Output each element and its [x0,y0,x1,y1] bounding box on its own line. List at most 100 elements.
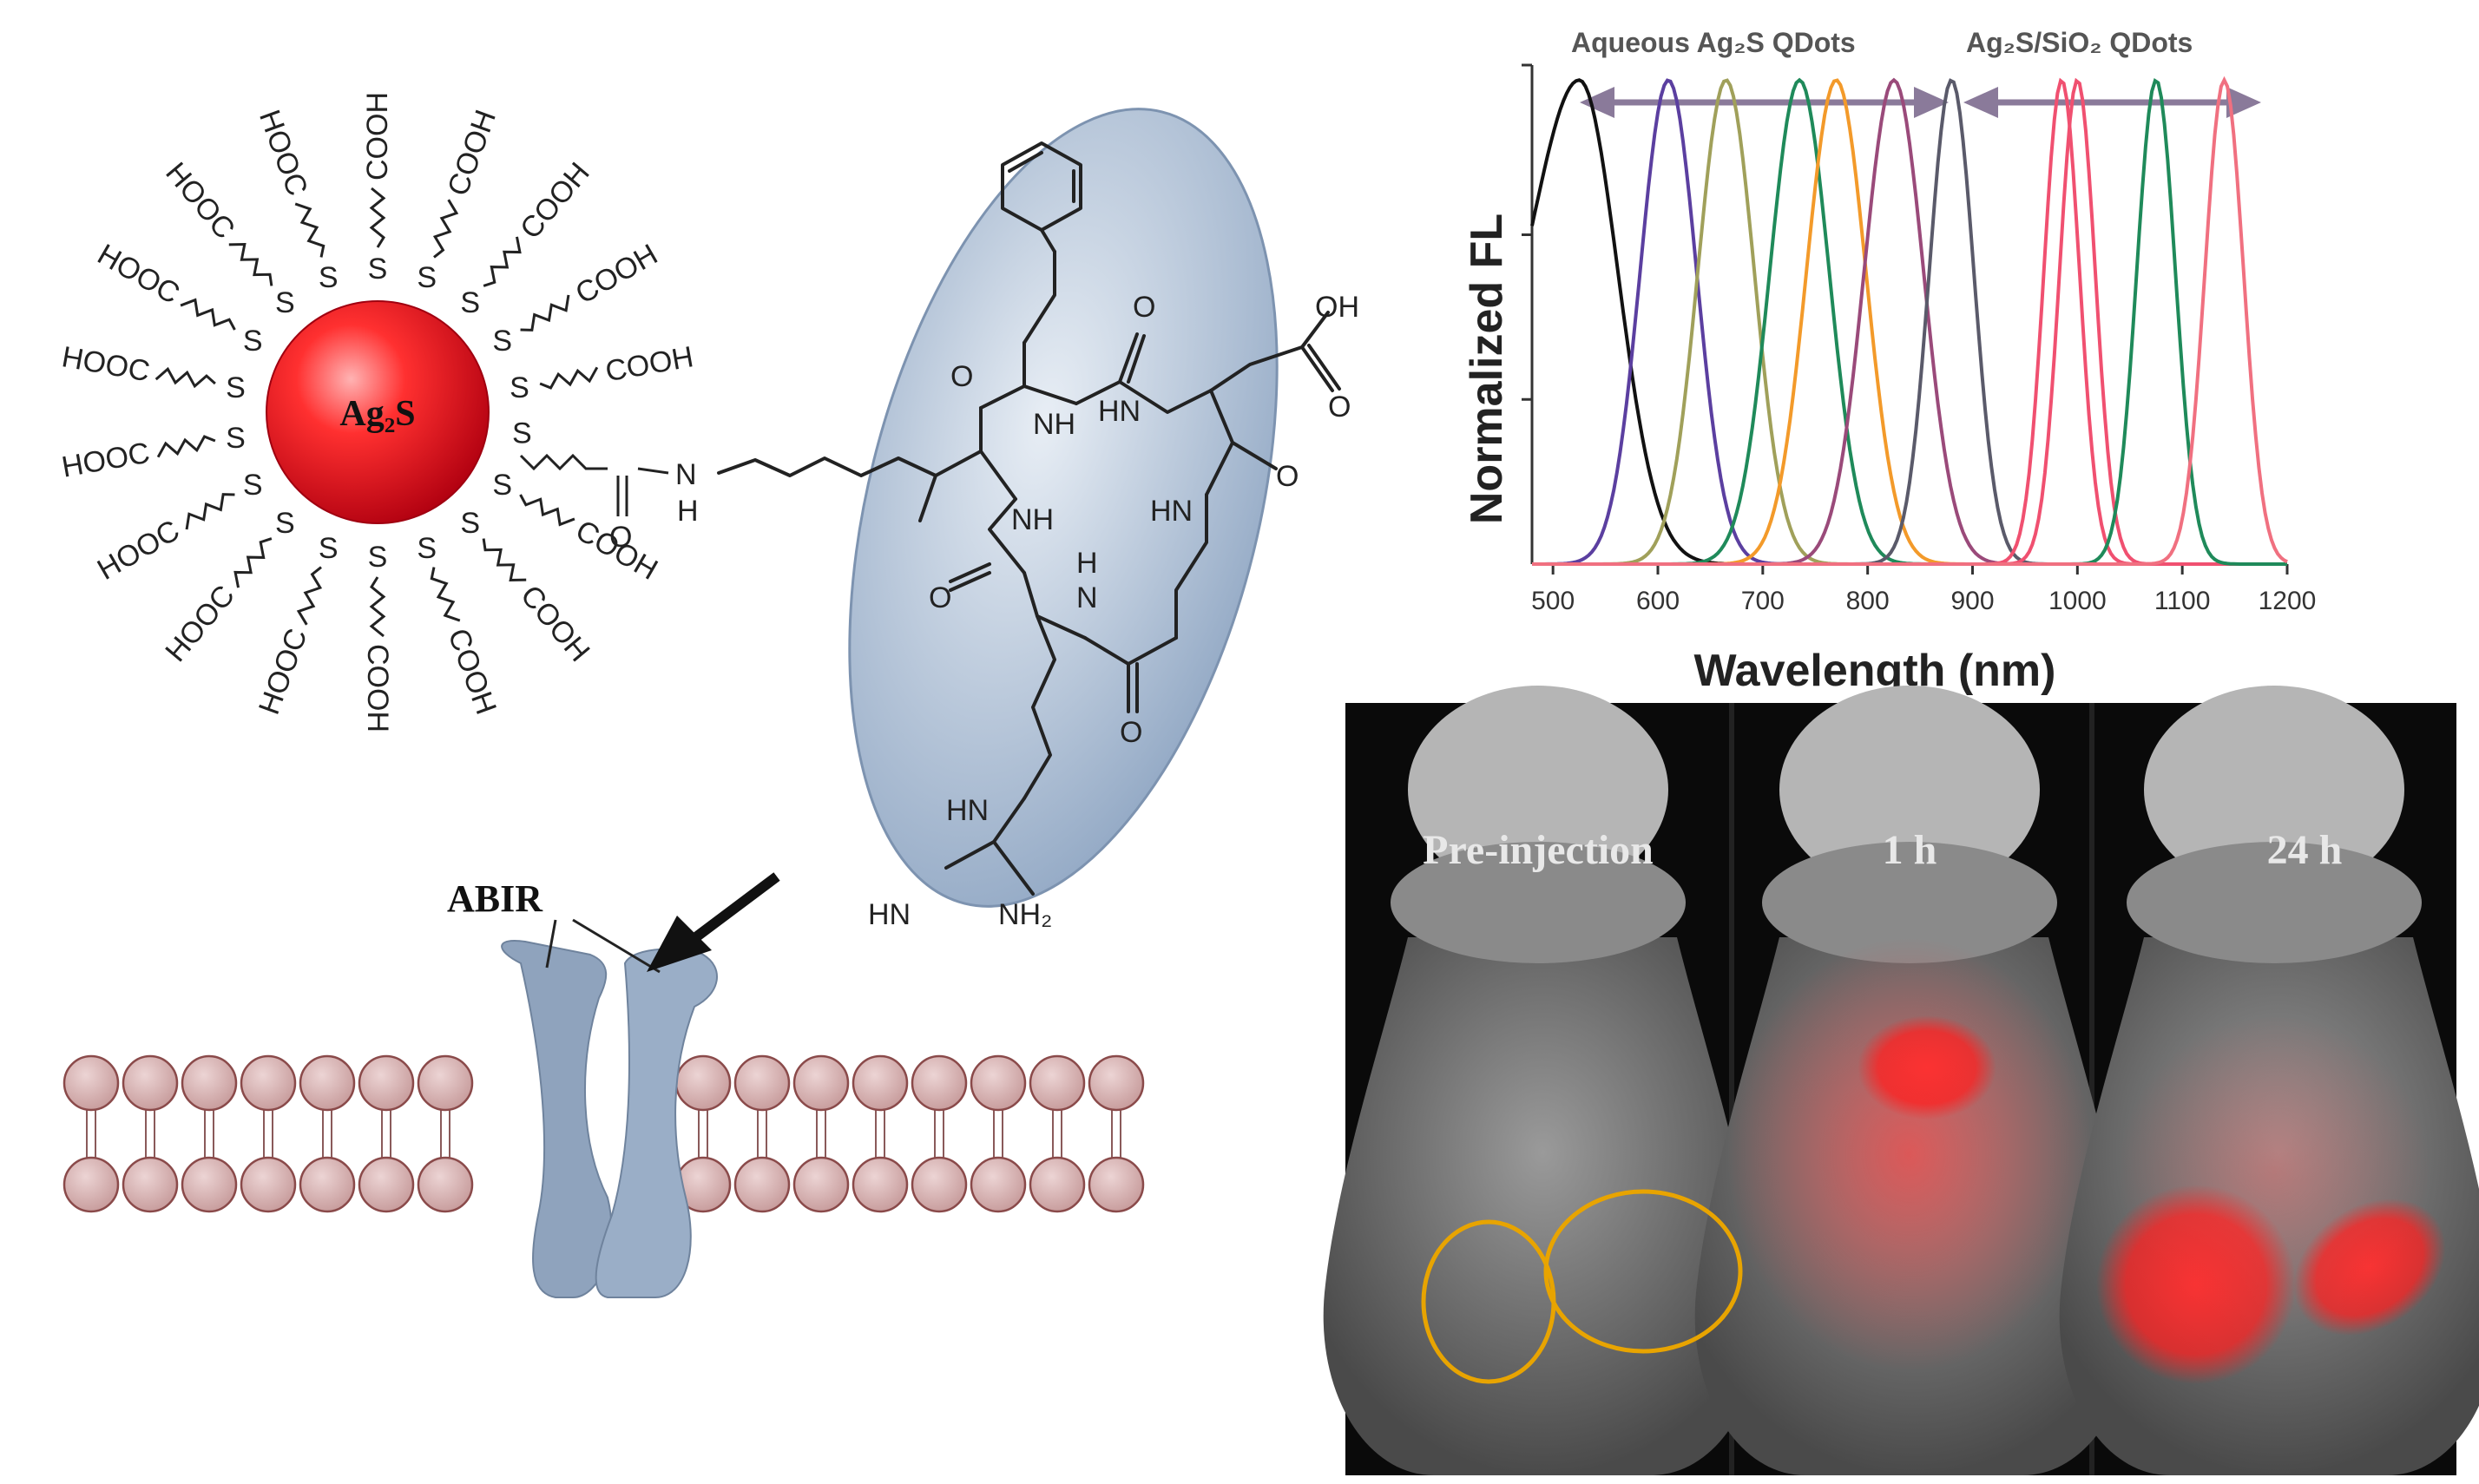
lipid-head [181,1156,238,1213]
ligand-sulfur: S [492,325,512,358]
lipid-head [122,1054,179,1112]
ligand-chain [430,567,461,622]
lipid-head [417,1054,474,1112]
ligand-chain [483,236,522,287]
mouse-shoulders [1391,842,1686,963]
label-24h: 24 h [2267,827,2343,873]
peptide-ellipse [848,108,1279,908]
ligand-sulfur: S [417,532,437,565]
ligand-chain [228,243,273,286]
ligand-sulfur: S [319,261,339,294]
systemic-signal [1727,937,2092,1371]
linker-chain [519,453,608,471]
ligand-chain [185,493,235,530]
ligand-sulfur: S [243,325,263,358]
lipid-head [299,1156,356,1213]
peptide-n: N [1076,581,1098,614]
label-1h: 1 h [1883,827,1937,873]
mouse-head [2144,686,2404,894]
spectrum-line [1532,76,2288,566]
lipid-head [1088,1054,1145,1112]
background-signal [2118,1015,2430,1328]
ligand-chain [155,366,216,389]
lipid-head [358,1156,415,1213]
receptor-right-subunit [595,948,718,1298]
ligand-carboxyl: HOOC [159,579,241,668]
lipid-head [852,1054,909,1112]
lipid-head [181,1054,238,1112]
ligand-sulfur: S [243,469,263,502]
ligand-carboxyl: HOOC [253,106,314,200]
ligand-sulfur: S [492,469,512,502]
chart-title-right: Ag₂S/SiO₂ QDots [1966,27,2193,58]
lipid-head [970,1156,1027,1213]
ligand-carboxyl: COOH [361,92,394,181]
mouse-shoulders [2127,842,2422,963]
peptide-o-3: O [950,360,973,393]
peptide-nh2: NH₂ [998,898,1052,931]
ligand-carboxyl: COOH [514,579,596,668]
mouse-3 [2059,686,2479,1475]
chart-series [1530,76,2288,566]
peptide-o-6: O [1120,716,1142,749]
ligand-chain [539,366,599,390]
lipid-head [852,1156,909,1213]
x-tick-label: 1200 [2259,587,2317,615]
ligand-chain [520,294,570,332]
peptide-o-2: O [1328,391,1351,424]
lipid-head [911,1054,968,1112]
ag2s-core [266,300,490,524]
ligand-chain [156,435,216,458]
linker-bond [637,467,669,475]
linker-h: H [677,495,699,528]
lipid-head [122,1156,179,1213]
ligand-chain [233,537,273,588]
lipid-head [417,1156,474,1213]
linker-o: O [609,521,632,554]
ligand-carboxyl: COOH [361,644,394,732]
peptide-o-1: O [1133,291,1155,324]
ligand-carboxyl: HOOC [59,340,152,388]
ligand-chain [369,187,386,248]
arrowhead-2 [1914,87,1949,118]
peptide-o-5: O [929,581,951,614]
lipid-head [62,1156,120,1213]
mouse-imaging-panel: Pre-injection 1 h 24 h [1323,686,2479,1475]
liver-signal [1858,1015,1996,1120]
cell-membrane [62,1054,1145,1213]
peptide-oh: OH [1315,291,1359,324]
linker-n: N [675,458,697,491]
x-tick-label: 600 [1636,587,1680,615]
lipid-head [240,1156,297,1213]
x-axis-label: Wavelength (nm) [1694,646,2056,696]
peptide-hn-2: HN [1150,495,1193,528]
ligand-carboxyl: HOOC [59,437,152,484]
ligand-chain [180,298,236,331]
ligand-sulfur: S [275,286,295,319]
ligand-carboxyl: COOH [441,624,503,719]
ligand-chain [296,566,323,626]
lipid-head [1029,1054,1086,1112]
ligand-chain [482,538,527,581]
lipid-head [733,1156,791,1213]
arrowhead-3 [1963,87,1998,118]
ligand-sulfur: S [368,253,388,286]
mouse-head [1779,686,2040,894]
ligand-carboxyl: HOOC [159,156,241,246]
ligand-carboxyl: COOH [514,156,596,246]
abir-label: ABIR [447,877,543,920]
arrowhead-4 [2226,87,2261,118]
ligand-sulfur: S [510,371,529,404]
peptide-hn-4: HN [868,898,911,931]
label-pre-injection: Pre-injection [1423,827,1654,873]
ligand-carboxyl: COOH [603,340,696,388]
peptide-hn-1: HN [1098,395,1141,428]
peptide-labels: O OH O NH HN O O NH HN O H N O HN HN NH₂ [868,291,1359,931]
x-tick-label: 700 [1741,587,1785,615]
peptide-h: H [1076,547,1098,580]
ligand-sulfur: S [226,422,246,455]
lipid-head [792,1156,850,1213]
